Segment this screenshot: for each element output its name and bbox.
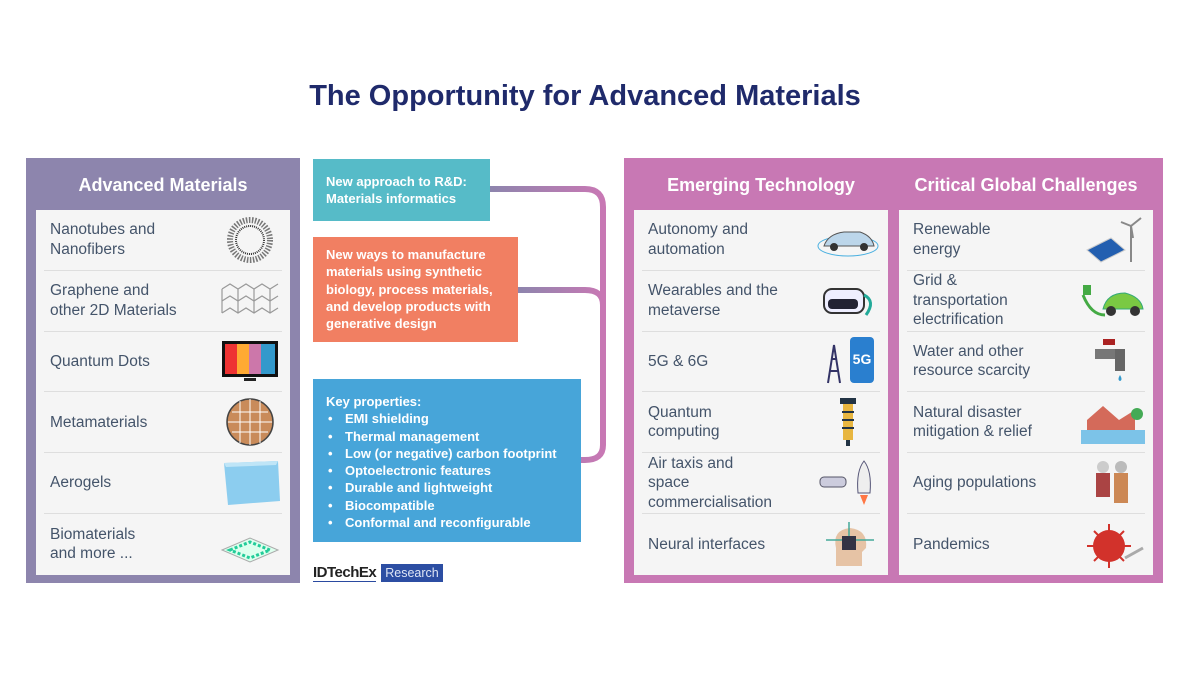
rd-box: New approach to R&D: Materials informati…: [313, 159, 490, 221]
item-label: Biomaterials and more ...: [50, 525, 136, 563]
key-property: EMI shielding: [326, 410, 568, 427]
ev-plug-icon: [1081, 284, 1144, 317]
list-item: Biomaterials and more ...: [44, 514, 282, 575]
metamaterial-disc-icon: [226, 398, 274, 447]
item-label: Renewable energy: [913, 221, 991, 258]
title-emphasis: Advanced Materials: [588, 80, 861, 112]
rd-text: New approach to R&D: Materials informati…: [326, 174, 467, 207]
list-item: Wearables and the metaverse: [642, 271, 880, 332]
item-label: Air taxis and space commercialisation: [648, 454, 773, 511]
item-label: Quantum Dots: [50, 352, 150, 370]
elderly-couple-icon: [1096, 461, 1128, 504]
panel-header: Advanced Materials: [78, 175, 248, 195]
item-label: Neural interfaces: [648, 535, 766, 553]
nanotube-icon: [227, 216, 273, 263]
5g-badge: 5G: [853, 351, 872, 367]
list-item: Grid & transportation electrification: [907, 271, 1145, 332]
challenges-header: Critical Global Challenges: [914, 175, 1138, 195]
key-property: Conformal and reconfigurable: [326, 514, 568, 531]
connector-rd: [490, 186, 606, 463]
item-label: Nanotubes and Nanofibers: [50, 221, 156, 258]
list-item: Metamaterials: [44, 392, 282, 454]
item-label: Aerogels: [50, 474, 112, 492]
list-item: Neural interfaces: [642, 514, 880, 575]
drone-rocket-icon: [819, 460, 871, 506]
item-label: Natural disaster mitigation & relief: [913, 403, 1032, 441]
list-item: Autonomy and automation: [642, 210, 880, 271]
item-label: 5G & 6G: [648, 352, 709, 370]
flood-house-icon: [1081, 406, 1145, 445]
item-label: Metamaterials: [50, 413, 148, 431]
list-item: Quantum computing: [642, 392, 880, 454]
list-item: Renewable energy: [907, 210, 1145, 271]
biomaterial-icon: [220, 537, 280, 563]
tv-icon: [222, 341, 278, 382]
emerging-header: Emerging Technology: [667, 175, 855, 195]
list-item: 5G & 6G 5G: [642, 332, 880, 393]
key-property: Low (or negative) carbon footprint: [326, 445, 568, 462]
graphene-icon: [221, 282, 279, 314]
connector-manufacture: [518, 287, 606, 306]
key-property: Optoelectronic features: [326, 462, 568, 479]
list-item: Quantum Dots: [44, 332, 282, 393]
faucet-icon: [1095, 339, 1125, 382]
advanced-materials-panel: Advanced Materials Nanotubes and Nanofib…: [26, 158, 300, 583]
logo-brand: IDTechEx: [313, 563, 377, 582]
vr-headset-icon: [823, 287, 872, 316]
list-item: Air taxis and space commercialisation: [642, 453, 880, 514]
5g-tower-icon: 5G: [827, 337, 874, 384]
item-label: Grid & transportation electrification: [913, 272, 1008, 329]
list-item: Graphene and other 2D Materials: [44, 271, 282, 332]
key-property: Durable and lightweight: [326, 479, 568, 496]
key-properties-list: EMI shieldingThermal managementLow (or n…: [326, 410, 568, 531]
list-item: Pandemics: [907, 514, 1145, 575]
item-label: Autonomy and automation: [648, 221, 748, 258]
item-label: Quantum computing: [648, 403, 720, 441]
virus-icon: [1087, 524, 1144, 569]
list-item: Natural disaster mitigation & relief: [907, 392, 1145, 454]
key-properties-box: Key properties: EMI shieldingThermal man…: [313, 379, 581, 542]
item-label: Graphene and other 2D Materials: [50, 282, 177, 319]
item-label: Aging populations: [913, 474, 1037, 492]
right-panel: Emerging Technology Critical Global Chal…: [624, 158, 1163, 583]
item-label: Pandemics: [913, 535, 990, 553]
title-prefix: The Opportunity for: [309, 80, 589, 112]
logo-tag: Research: [381, 564, 443, 582]
list-item: Water and other resource scarcity: [907, 332, 1145, 393]
list-item: Aerogels: [44, 453, 282, 514]
manufacture-text: New ways to manufacture materials using …: [326, 247, 493, 332]
key-property: Thermal management: [326, 428, 568, 445]
list-item: Aging populations: [907, 453, 1145, 514]
item-label: Water and other resource scarcity: [913, 342, 1031, 380]
list-item: Nanotubes and Nanofibers: [44, 210, 282, 271]
manufacture-box: New ways to manufacture materials using …: [313, 237, 518, 342]
key-properties-title: Key properties:: [326, 394, 422, 409]
key-property: Biocompatible: [326, 497, 568, 514]
quantum-computer-icon: [840, 398, 856, 447]
brain-chip-icon: [826, 522, 874, 567]
aerogel-block-icon: [224, 461, 280, 506]
item-label: Wearables and the metaverse: [648, 282, 778, 319]
page-title: The Opportunity for Advanced Materials: [0, 80, 1170, 113]
car-icon: [817, 231, 879, 257]
solar-wind-icon: [1086, 217, 1142, 263]
